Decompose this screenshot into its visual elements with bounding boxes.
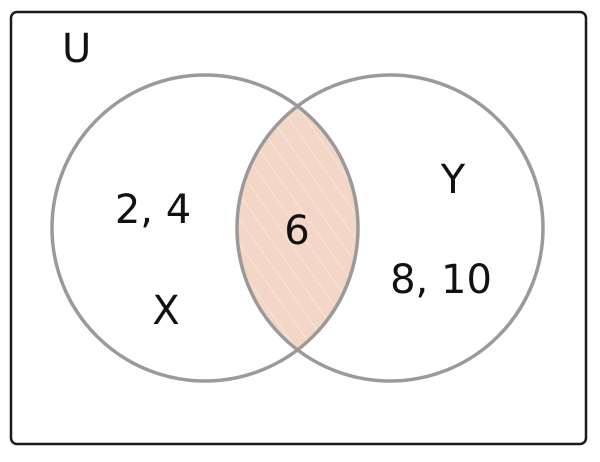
- universe-label: U: [62, 26, 91, 72]
- set-y-circle: [235, 73, 545, 383]
- set-y-label: Y: [440, 157, 466, 203]
- set-x-label: X: [152, 288, 179, 334]
- intersection-region: [237, 75, 358, 381]
- set-x-circle: [50, 73, 360, 383]
- set-x-only-elements: 2, 4: [115, 187, 191, 233]
- set-y-only-elements: 8, 10: [390, 257, 492, 303]
- intersection-elements: 6: [284, 208, 309, 254]
